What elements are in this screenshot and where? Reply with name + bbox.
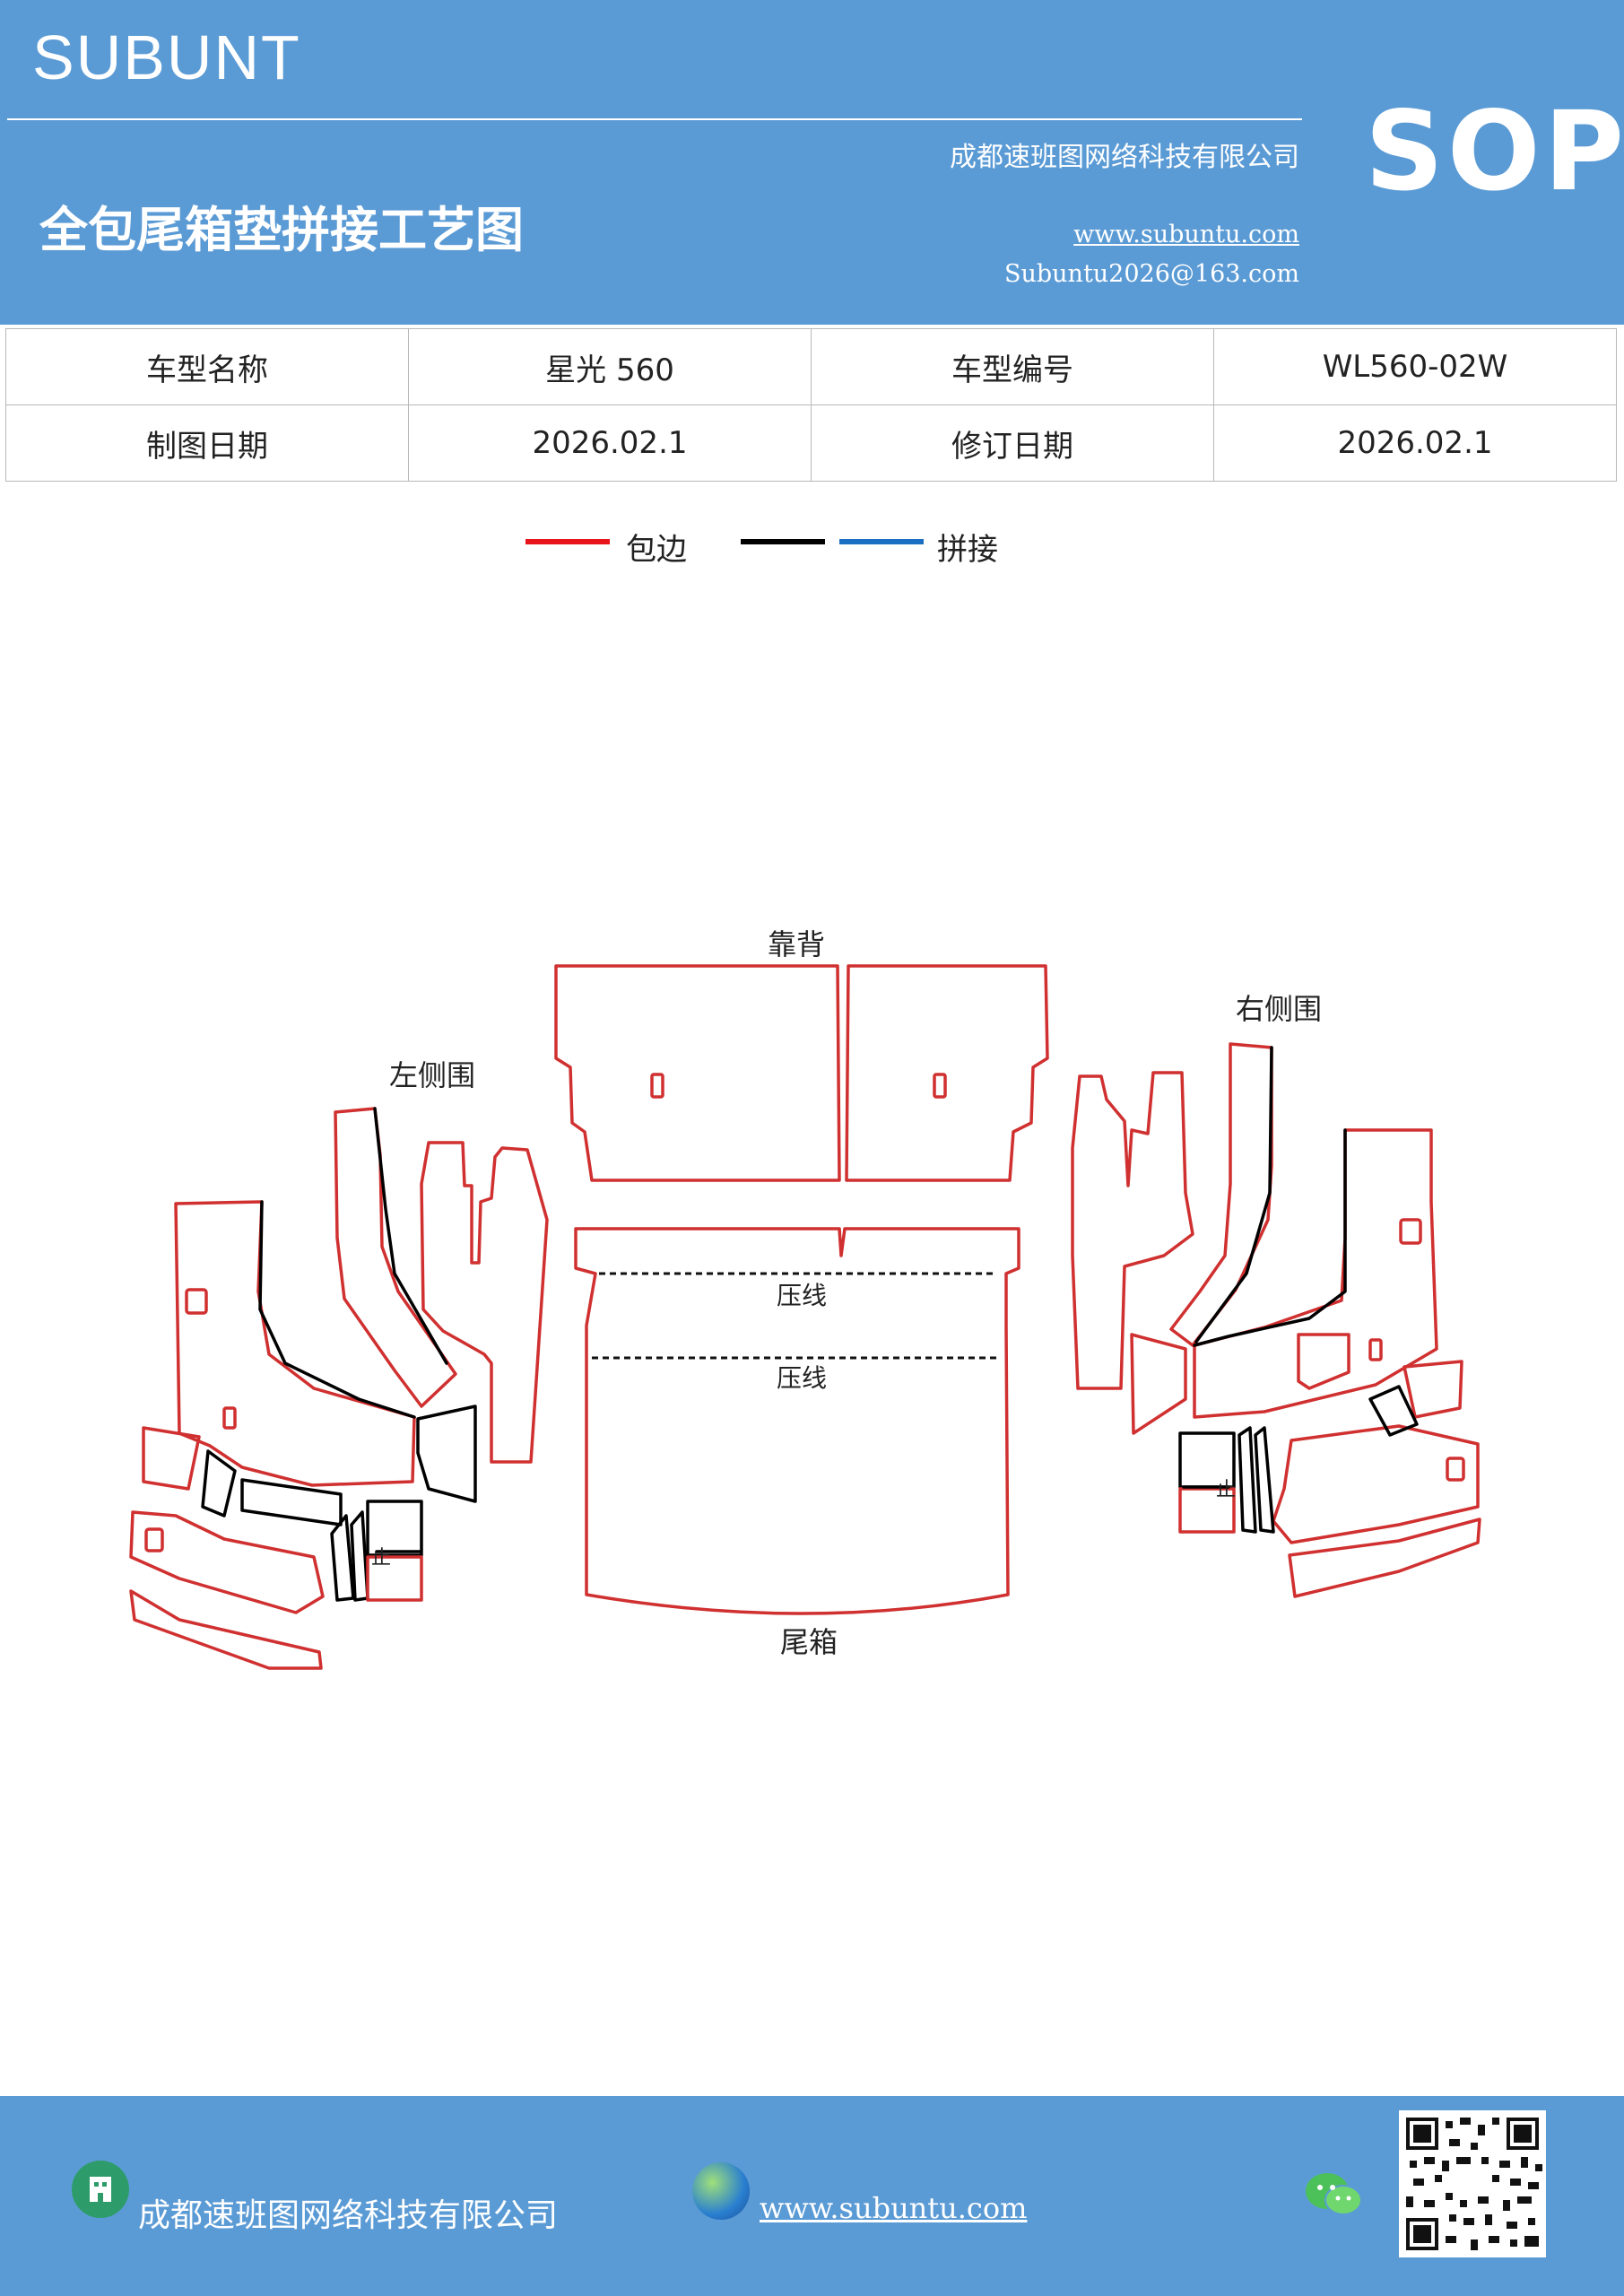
legend-edge-label: 包边 [626, 532, 687, 568]
right-lower-piece-1 [1403, 1360, 1463, 1419]
brand-name: SUBUNT [32, 22, 301, 92]
label-press-line-1: 压线 [777, 1281, 827, 1310]
left-box-2 [366, 1555, 423, 1602]
left-panel-mid [420, 1141, 549, 1464]
legend: 包边 拼接 [0, 525, 1624, 578]
document-title: 全包尾箱垫拼接工艺图 [39, 202, 524, 258]
model-code-value: WL560-02W [1213, 328, 1617, 405]
qr-code [1399, 2110, 1546, 2257]
backrest-left-slot [650, 1073, 664, 1099]
vehicle-info-table: 车型名称 星光 560 车型编号 WL560-02W 制图日期 2026.02.… [5, 328, 1617, 482]
right-panel-large-inner [1193, 1128, 1347, 1347]
label-left-side: 左侧围 [389, 1058, 475, 1092]
left-panel-tall-inner [373, 1107, 448, 1365]
legend-splice-label: 拼接 [937, 532, 998, 568]
left-lower-piece-4 [201, 1449, 237, 1518]
trunk-mat-outline [574, 1227, 1020, 1615]
left-large-slot-2 [222, 1406, 237, 1430]
right-strip-2 [1254, 1426, 1275, 1534]
right-strip-1 [1238, 1426, 1257, 1534]
mat-layout-diagram: 靠背 左侧围 右侧围 压线 压线 尾箱 止 止 [129, 927, 1481, 1670]
label-backrest: 靠背 [768, 927, 825, 961]
right-panel-mid [1071, 1071, 1194, 1390]
left-lower-slot [144, 1527, 164, 1552]
left-lower-piece-1 [142, 1426, 201, 1491]
right-panel-tall-inner [1194, 1046, 1273, 1344]
footer-banner: 成都速班图网络科技有限公司 www.subuntu.com [0, 2096, 1624, 2296]
legend-black-line [741, 539, 825, 544]
label-stop-right: 止 [1216, 1479, 1236, 1501]
header-website-link[interactable]: www.subuntu.com [1073, 221, 1299, 248]
table-row: 车型名称 星光 560 车型编号 WL560-02W [5, 328, 1617, 405]
right-lower-piece-3 [1288, 1518, 1481, 1598]
left-small-wedge [416, 1405, 477, 1503]
header-company: 成都速班图网络科技有限公司 [950, 142, 1299, 173]
header-divider [7, 118, 1302, 120]
left-lower-piece-3 [129, 1589, 323, 1670]
left-box-1 [366, 1500, 423, 1557]
left-strip-1 [330, 1514, 355, 1602]
building-icon [72, 2161, 129, 2218]
model-code-label: 车型编号 [811, 328, 1214, 405]
globe-icon [692, 2162, 750, 2220]
label-trunk: 尾箱 [780, 1625, 838, 1659]
table-row: 制图日期 2026.02.1 修订日期 2026.02.1 [5, 404, 1617, 482]
header-email[interactable]: Subuntu2026@163.com [1004, 260, 1299, 288]
sop-badge: SOP [1365, 88, 1624, 215]
footer-website-link[interactable]: www.subuntu.com [760, 2191, 1028, 2225]
label-press-line-2: 压线 [777, 1363, 827, 1393]
backrest-right-panel [845, 964, 1049, 1182]
wechat-icon[interactable] [1302, 2168, 1365, 2222]
right-lower-piece-2 [1272, 1424, 1480, 1544]
model-name-value: 星光 560 [408, 328, 812, 405]
right-small-wedge [1130, 1333, 1187, 1435]
left-panel-tall [334, 1107, 457, 1408]
left-panel-large-inner [258, 1200, 416, 1419]
left-lower-piece-5 [240, 1478, 343, 1526]
draw-date-value: 2026.02.1 [408, 404, 812, 482]
left-large-slot-1 [185, 1288, 208, 1315]
revise-date-label: 修订日期 [811, 404, 1214, 482]
right-box-2 [1178, 1487, 1236, 1534]
draw-date-label: 制图日期 [5, 404, 409, 482]
legend-red-line [525, 539, 610, 544]
right-lower-slot [1446, 1457, 1465, 1482]
label-stop-left: 止 [371, 1547, 391, 1570]
backrest-left-panel [554, 964, 841, 1182]
legend-blue-line [839, 539, 924, 544]
revise-date-value: 2026.02.1 [1213, 404, 1617, 482]
right-large-pad [1297, 1333, 1350, 1390]
backrest-right-slot [933, 1073, 947, 1099]
label-right-side: 右侧围 [1236, 992, 1322, 1026]
footer-company: 成都速班图网络科技有限公司 [138, 2197, 559, 2234]
left-lower-piece-2 [129, 1510, 325, 1614]
left-strip-2 [350, 1510, 369, 1602]
header-banner: SUBUNT 全包尾箱垫拼接工艺图 成都速班图网络科技有限公司 www.subu… [0, 0, 1624, 325]
right-lower-piece-4 [1368, 1385, 1419, 1437]
left-panel-large [174, 1200, 416, 1487]
right-large-slot-1 [1399, 1218, 1422, 1245]
right-panel-large [1193, 1128, 1438, 1419]
model-name-label: 车型名称 [5, 328, 409, 405]
right-large-slot-2 [1368, 1338, 1383, 1361]
